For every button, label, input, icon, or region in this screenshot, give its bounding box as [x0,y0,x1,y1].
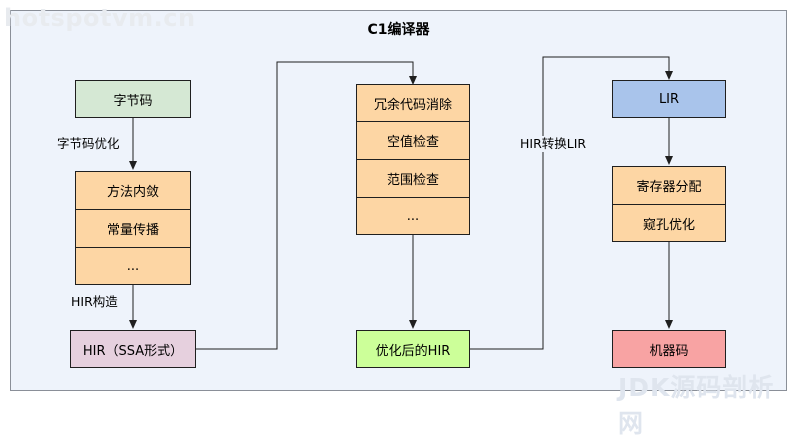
lir-node: LIR [612,80,726,118]
optimized-hir-node: 优化后的HIR [356,330,470,368]
arrow-optimized-hir-to-lir [470,56,673,350]
arrow-hir-to-redundancy [195,61,417,350]
stack-item-peephole-optimization: 窥孔优化 [613,205,725,241]
stack-item-ellipsis: ... [76,248,190,284]
stack-item-redundancy-elimination: 冗余代码消除 [357,85,469,122]
connector-layer [129,56,673,350]
lir-optimization-stack: 寄存器分配 窥孔优化 [612,166,726,242]
watermark-top: hotspotvm.cn [4,4,196,32]
hir-construction-label: HIR构造 [71,294,118,310]
hir-to-lir-label: HIR转换LIR [520,136,587,152]
machine-code-node: 机器码 [612,330,726,368]
stack-item-null-check: 空值检查 [357,122,469,160]
stack-item-ellipsis: ... [357,198,469,234]
stack-item-range-check: 范围检查 [357,160,469,198]
hir-optimization-stack: 冗余代码消除 空值检查 范围检查 ... [356,84,470,235]
hir-ssa-node: HIR（SSA形式） [70,330,196,368]
stack-item-register-allocation: 寄存器分配 [613,167,725,205]
stack-item-method-inlining: 方法内敛 [76,172,190,210]
stack-item-constant-propagation: 常量传播 [76,210,190,248]
diagram-title: C1编译器 [367,22,430,38]
bytecode-optimization-label: 字节码优化 [57,136,120,152]
bytecode-optimization-stack: 方法内敛 常量传播 ... [75,171,191,285]
bytecode-node: 字节码 [75,80,191,118]
